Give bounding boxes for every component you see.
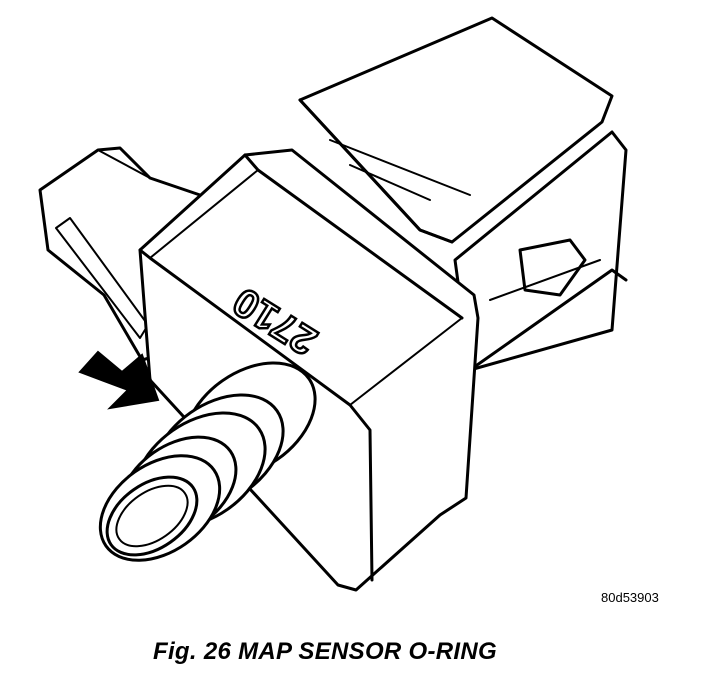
image-reference-code: 80d53903	[601, 590, 659, 605]
sensor-inlet-with-o-ring	[98, 361, 317, 562]
map-sensor-illustration: 2710	[38, 16, 628, 592]
connector-housing	[298, 16, 628, 372]
pointer-arrow	[78, 350, 160, 410]
figure-caption: Fig. 26 MAP SENSOR O-RING	[153, 638, 497, 665]
sensor-body	[138, 148, 480, 592]
